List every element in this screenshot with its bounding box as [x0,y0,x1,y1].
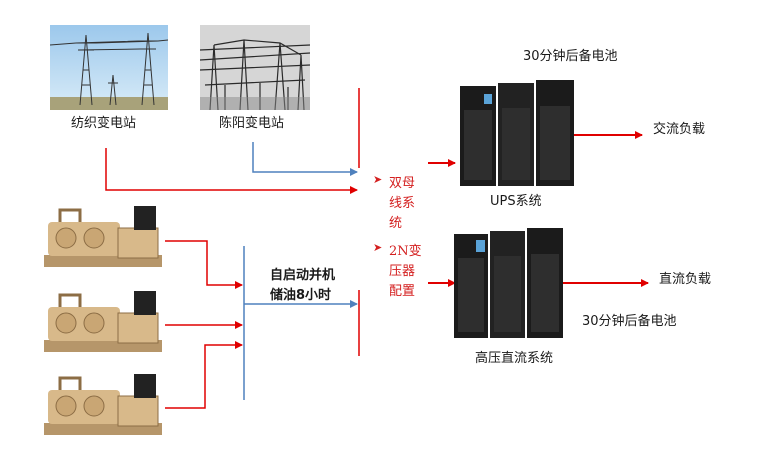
substation-label-textile: 纺织变电站 [71,116,137,131]
feature-1-line1: 双母 [389,176,416,191]
dc-load-label: 直流负载 [659,272,712,287]
feature-1-line3: 统 [389,216,403,231]
ups-cabinet-icon [458,80,576,188]
feature-2-line2: 压器 [389,264,416,279]
feature-bullet-1: ➤ [373,173,383,186]
feature-2-line3: 配置 [389,284,416,299]
gen3-feeder [165,341,243,409]
substation-label-chenyang: 陈阳变电站 [219,116,285,131]
hvdc-battery-label: 30分钟后备电池 [582,314,677,329]
substation-photo-textile [49,25,169,110]
diesel-generator-2 [40,285,168,360]
ac-load-label: 交流负载 [653,122,706,137]
hvdc-cabinet-icon [452,228,565,340]
ups-label: UPS系统 [490,194,542,209]
feature-bullet-2: ➤ [373,241,383,254]
ups-battery-label: 30分钟后备电池 [523,49,618,64]
generator-group-line2: 储油8小时 [270,288,332,303]
feeder-textile [105,148,358,194]
feeder-chenyang [252,142,358,176]
feature-2-line1: 2N变 [389,244,422,259]
diesel-generator-3 [40,368,168,443]
hvdc-label: 高压直流系统 [475,351,554,366]
substation-photo-chenyang [199,25,311,111]
feature-1-line2: 线系 [389,196,416,211]
gen1-feeder [165,240,243,289]
diesel-generator-1 [40,200,168,275]
generator-group-line1: 自启动并机 [270,268,336,283]
